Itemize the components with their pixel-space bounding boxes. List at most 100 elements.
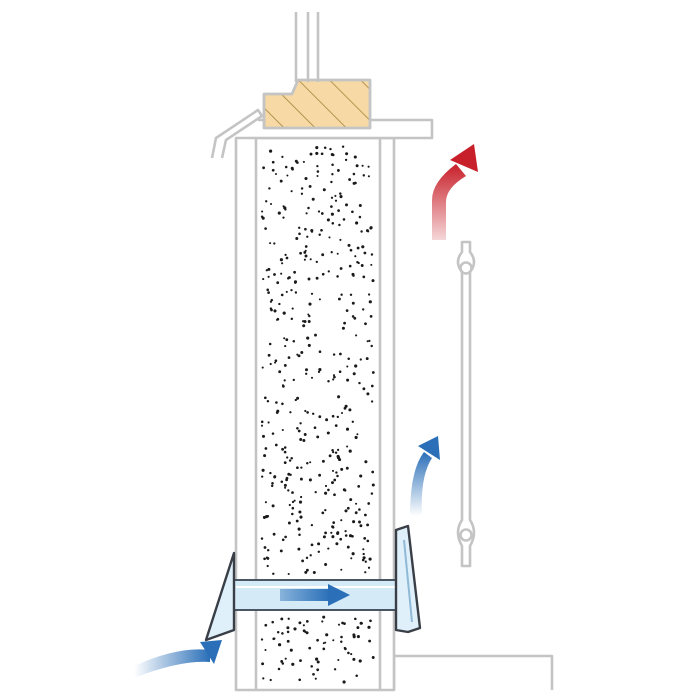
- insulation-dot: [322, 647, 326, 651]
- insulation-dot: [336, 252, 339, 255]
- insulation-dot: [337, 209, 340, 212]
- insulation-dot: [278, 370, 282, 374]
- insulation-dot: [344, 404, 348, 408]
- rising-air-arrow-icon: [410, 436, 440, 516]
- insulation-dot: [311, 412, 315, 416]
- insulation-dot: [322, 615, 326, 619]
- insulation-dot: [264, 501, 267, 504]
- insulation-dot: [286, 277, 290, 280]
- insulation-dot: [310, 376, 314, 379]
- insulation-dot: [324, 641, 327, 644]
- insulation-dot: [260, 638, 264, 641]
- insulation-dot: [262, 677, 265, 680]
- insulation-dot: [265, 515, 269, 519]
- insulation-dot: [269, 242, 272, 245]
- insulation-dot: [269, 307, 273, 310]
- insulation-dot: [283, 446, 287, 449]
- insulation-dot: [322, 535, 326, 539]
- insulation-dot: [274, 361, 277, 364]
- insulation-dot: [312, 571, 316, 574]
- insulation-dot: [334, 424, 338, 427]
- insulation-dot: [345, 309, 349, 312]
- insulation-dot: [281, 428, 284, 432]
- insulation-dot: [284, 345, 287, 348]
- insulation-dot: [273, 475, 276, 479]
- insulation-dot: [341, 145, 345, 148]
- insulation-dot: [340, 568, 343, 571]
- insulation-dot: [369, 226, 373, 230]
- insulation-dot: [272, 532, 276, 536]
- insulation-dot: [290, 456, 293, 460]
- insulation-dot: [331, 535, 335, 539]
- insulation-dot: [330, 212, 334, 216]
- insulation-dot: [283, 379, 286, 382]
- insulation-dot: [316, 170, 320, 173]
- insulation-dot: [366, 340, 369, 343]
- insulation-dot: [298, 678, 302, 682]
- insulation-dot: [299, 251, 302, 255]
- insulation-dot: [266, 564, 269, 568]
- insulation-dot: [322, 188, 326, 192]
- insulation-dot: [344, 158, 348, 162]
- insulation-dot: [317, 550, 321, 554]
- insulation-dot: [371, 656, 375, 659]
- insulation-dot: [300, 192, 304, 195]
- insulation-dot: [339, 192, 342, 195]
- insulation-dot: [331, 469, 335, 472]
- insulation-dot: [362, 556, 366, 560]
- insulation-dot: [302, 160, 305, 163]
- insulation-dot: [309, 554, 312, 557]
- insulation-dot: [273, 242, 276, 245]
- insulation-dot: [356, 433, 359, 436]
- insulation-dot: [346, 365, 349, 368]
- insulation-dot: [364, 560, 367, 563]
- insulation-dot: [351, 534, 354, 538]
- insulation-dot: [368, 300, 372, 304]
- insulation-dot: [371, 279, 375, 283]
- insulation-dot: [264, 227, 267, 230]
- insulation-dot: [356, 635, 360, 639]
- insulation-dot: [362, 174, 366, 177]
- insulation-dot: [324, 531, 327, 535]
- insulation-dot: [317, 210, 321, 213]
- insulation-dot: [267, 267, 271, 271]
- insulation-dot: [281, 155, 284, 159]
- insulation-dot: [360, 264, 364, 267]
- insulation-dot: [262, 434, 265, 438]
- insulation-dot: [339, 238, 342, 241]
- insulation-dot: [304, 227, 307, 231]
- insulation-dot: [282, 205, 285, 208]
- insulation-dot: [285, 290, 288, 293]
- insulation-dot: [348, 408, 352, 412]
- insulation-dot: [354, 364, 358, 368]
- insulation-dot: [275, 318, 279, 321]
- insulation-dot: [297, 354, 301, 358]
- insulation-dot: [292, 378, 295, 382]
- insulation-dot: [330, 205, 333, 208]
- insulation-dot: [329, 147, 332, 151]
- insulation-dot: [331, 173, 334, 176]
- insulation-dot: [367, 293, 371, 296]
- insulation-dot: [299, 438, 303, 441]
- insulation-dot: [293, 281, 297, 284]
- insulation-dot: [305, 368, 308, 372]
- insulation-dot: [287, 489, 290, 492]
- insulation-dot: [260, 537, 264, 540]
- insulation-dot: [326, 218, 330, 222]
- warm-air-arrow-icon: [432, 144, 478, 240]
- insulation-dot: [263, 396, 267, 400]
- insulation-dot: [354, 511, 358, 515]
- insulation-dot: [330, 196, 334, 199]
- insulation-dot: [321, 253, 325, 257]
- insulation-dot: [370, 344, 373, 348]
- insulation-dot: [315, 146, 319, 150]
- insulation-dot: [368, 557, 372, 561]
- insulation-dot: [345, 466, 349, 470]
- insulation-dot: [336, 168, 340, 172]
- insulation-dot: [279, 258, 283, 262]
- insulation-dot: [269, 202, 273, 206]
- insulation-dot: [325, 418, 329, 422]
- insulation-dot: [370, 253, 374, 256]
- insulation-dot: [361, 164, 364, 167]
- insulation-dot: [358, 215, 362, 219]
